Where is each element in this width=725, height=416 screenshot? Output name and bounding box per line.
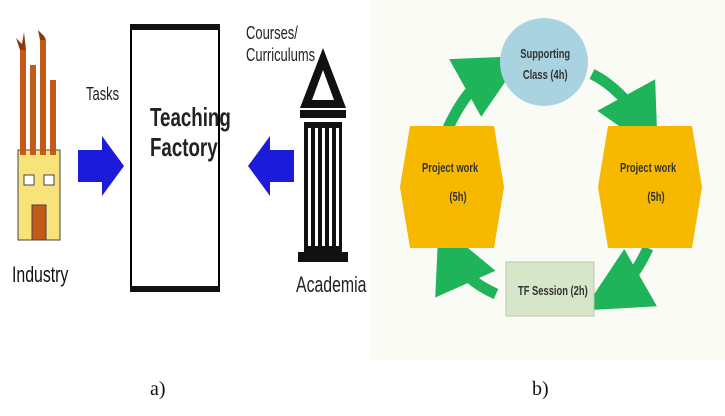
teaching-factory-label: Teaching Factory	[150, 102, 231, 162]
industry-factory-icon	[16, 30, 61, 241]
panel-b-diagram: Supporting Class (4h) Project work (5h) …	[370, 0, 725, 360]
tf-session-node	[505, 261, 595, 317]
cycle-arrow-top-left	[443, 55, 523, 131]
industry-label: Industry	[12, 262, 69, 287]
project-work-right-label: Project work (5h)	[620, 160, 677, 204]
cycle-arrow-bottom-left	[435, 223, 499, 300]
tf-session-label: TF Session (2h)	[518, 283, 588, 298]
academia-building-icon	[298, 48, 348, 262]
supporting-class-label: Supporting Class (4h)	[520, 46, 571, 82]
cycle-arrow-bottom-right	[583, 245, 658, 311]
tasks-label: Tasks	[86, 84, 120, 104]
panel-a-diagram: Industry Tasks Teaching Factory Courses/…	[0, 0, 366, 340]
caption-b: b)	[532, 378, 549, 400]
tasks-arrow-icon	[78, 136, 124, 196]
supporting-class-node	[500, 18, 588, 106]
caption-a: a)	[150, 378, 166, 400]
teaching-factory-box	[130, 24, 220, 292]
project-work-left-label: Project work (5h)	[422, 160, 479, 204]
project-work-right-node	[598, 126, 702, 248]
cycle-arrow-top-right	[589, 69, 658, 153]
project-work-left-node	[400, 126, 504, 248]
cycle-diagram	[400, 18, 702, 317]
academia-label: Academia	[296, 272, 367, 297]
courses-curriculums-label: Courses/ Curriculums	[246, 23, 316, 65]
courses-arrow-icon	[248, 136, 294, 196]
